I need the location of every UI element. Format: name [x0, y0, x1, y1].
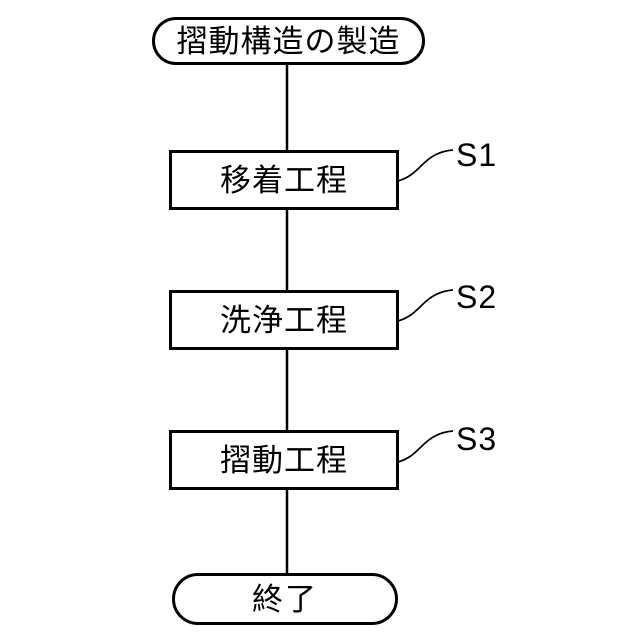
start-terminal: 摺動構造の製造	[152, 17, 425, 65]
process-box-step3-label: 摺動工程	[220, 442, 348, 478]
end-terminal-label: 終了	[252, 581, 318, 617]
step-id-label-s3: S3	[456, 421, 498, 457]
process-box-step1: 移着工程	[169, 150, 399, 210]
end-terminal: 終了	[172, 573, 398, 625]
step-id-label-s1: S1	[456, 137, 498, 173]
process-box-step3: 摺動工程	[169, 430, 399, 490]
leader-line-s3	[397, 430, 454, 463]
process-box-step2-label: 洗浄工程	[220, 302, 348, 338]
start-terminal-label: 摺動構造の製造	[176, 23, 401, 59]
leader-line-s1	[397, 149, 454, 182]
leader-line-s2	[397, 289, 454, 322]
process-box-step2: 洗浄工程	[169, 290, 399, 350]
step-id-label-s2: S2	[456, 279, 498, 315]
process-box-step1-label: 移着工程	[220, 162, 348, 198]
